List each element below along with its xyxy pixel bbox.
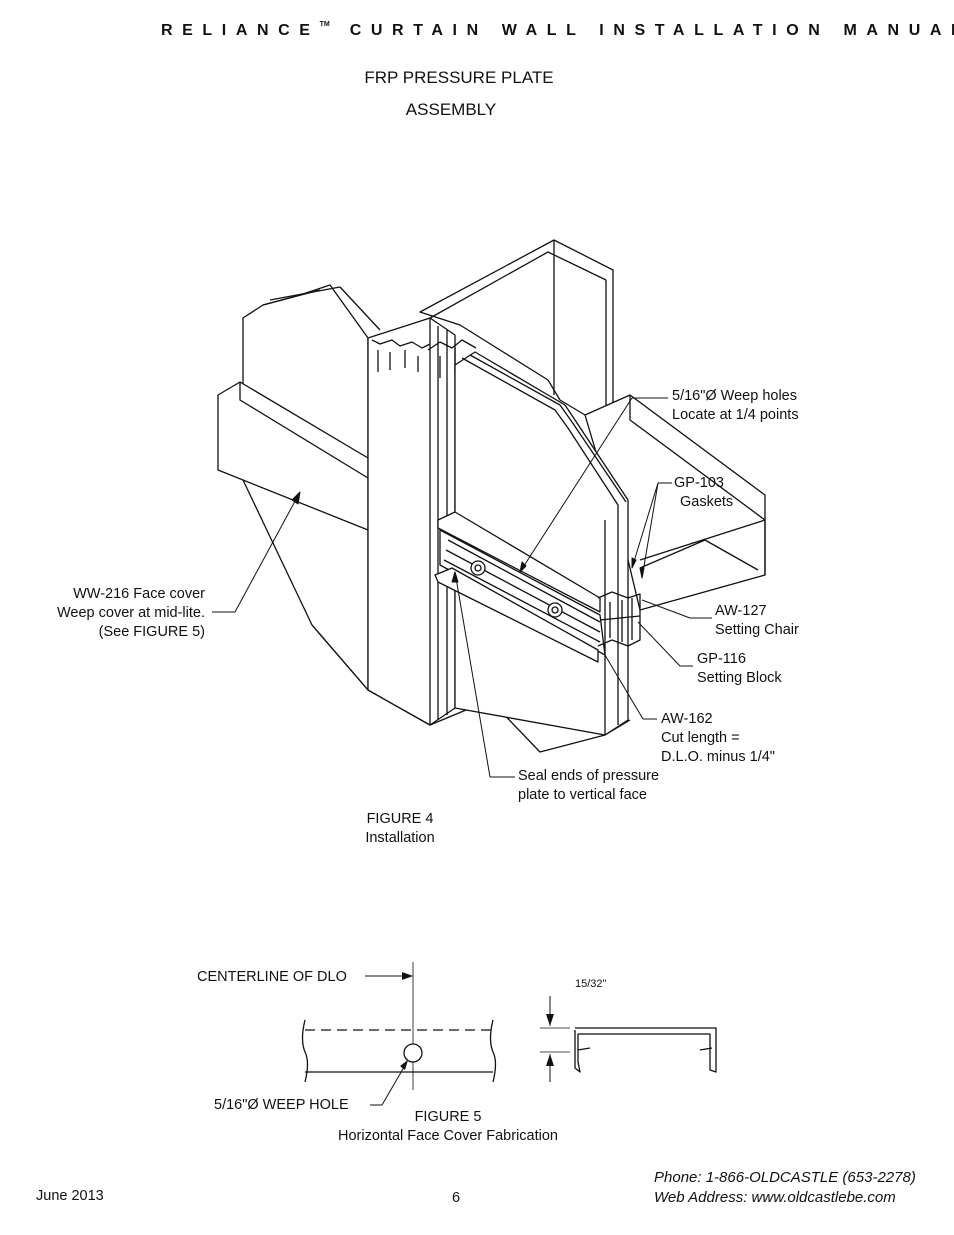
callout-aw127: AW-127 Setting Chair [715, 602, 799, 640]
callout-weep-holes-line1: 5/16"Ø Weep holes [672, 388, 797, 404]
callout-gp116: GP-116 Setting Block [697, 650, 782, 688]
callout-gp103-line1: GP-103 [674, 475, 724, 491]
dimension-label: 15/32" [575, 978, 607, 990]
centerline-label: CENTERLINE OF DLO [197, 969, 347, 985]
figure5-caption-title: Horizontal Face Cover Fabrication [337, 1128, 558, 1144]
footer-date: June 2013 [36, 1188, 104, 1204]
callout-weep-holes-line2: Locate at 1/4 points [672, 407, 799, 423]
figure5-drawing [301, 962, 717, 1106]
footer-phone: Phone: 1-866-OLDCASTLE (653-2278) [654, 1169, 916, 1186]
figure4-caption-title: Installation [365, 830, 435, 846]
callout-aw127-line1: AW-127 [715, 603, 767, 619]
callout-ww216-line1: WW-216 Face cover [73, 586, 205, 602]
figure4-caption: FIGURE 4 Installation [340, 810, 460, 848]
weep-hole-label: 5/16"Ø WEEP HOLE [214, 1097, 349, 1113]
callout-seal-ends: Seal ends of pressure plate to vertical … [518, 767, 659, 805]
callout-aw162-line3: D.L.O. minus 1/4" [661, 749, 775, 765]
callout-aw162: AW-162 Cut length = D.L.O. minus 1/4" [661, 710, 775, 767]
callout-gp103-line2: Gaskets [680, 494, 734, 510]
vertical-mullion [367, 317, 477, 726]
page-number: 6 [452, 1190, 461, 1206]
figure4-drawing [212, 239, 766, 778]
figure4-leaders [212, 397, 712, 778]
callout-seal-line2: plate to vertical face [518, 787, 647, 803]
section-title-line2: ASSEMBLY [405, 100, 497, 119]
callout-ww216: WW-216 Face cover Weep cover at mid-lite… [40, 585, 205, 642]
callout-weep-holes: 5/16"Ø Weep holes Locate at 1/4 points [672, 387, 799, 425]
brand-name: RELIANCE [161, 22, 320, 39]
manual-title: CURTAIN WALL INSTALLATION MANUAL [349, 22, 954, 39]
manual-header: RELIANCETM CURTAIN WALL INSTALLATION MAN… [161, 20, 954, 40]
callout-ww216-line2: Weep cover at mid-lite. [56, 605, 205, 621]
trademark-mark: TM [319, 20, 330, 28]
left-wall-panel [217, 284, 381, 691]
callout-aw162-line2: Cut length = [661, 730, 740, 746]
section-title-line1: FRP PRESSURE PLATE [364, 68, 554, 87]
callout-aw162-line1: AW-162 [661, 711, 713, 727]
footer-web: Web Address: www.oldcastlebe.com [654, 1189, 896, 1206]
figure4-caption-number: FIGURE 4 [366, 811, 434, 827]
callout-gp116-line1: GP-116 [697, 651, 746, 667]
callout-aw127-line2: Setting Chair [715, 622, 799, 638]
figure5-caption-number: FIGURE 5 [414, 1109, 482, 1125]
figure5-caption: FIGURE 5 Horizontal Face Cover Fabricati… [318, 1108, 578, 1146]
callout-ww216-line3: (See FIGURE 5) [98, 624, 205, 640]
callout-gp116-line2: Setting Block [697, 670, 782, 686]
callout-gp103: GP-103 Gaskets [674, 474, 733, 512]
callout-seal-line1: Seal ends of pressure [518, 768, 660, 784]
pressure-plate [434, 511, 641, 663]
